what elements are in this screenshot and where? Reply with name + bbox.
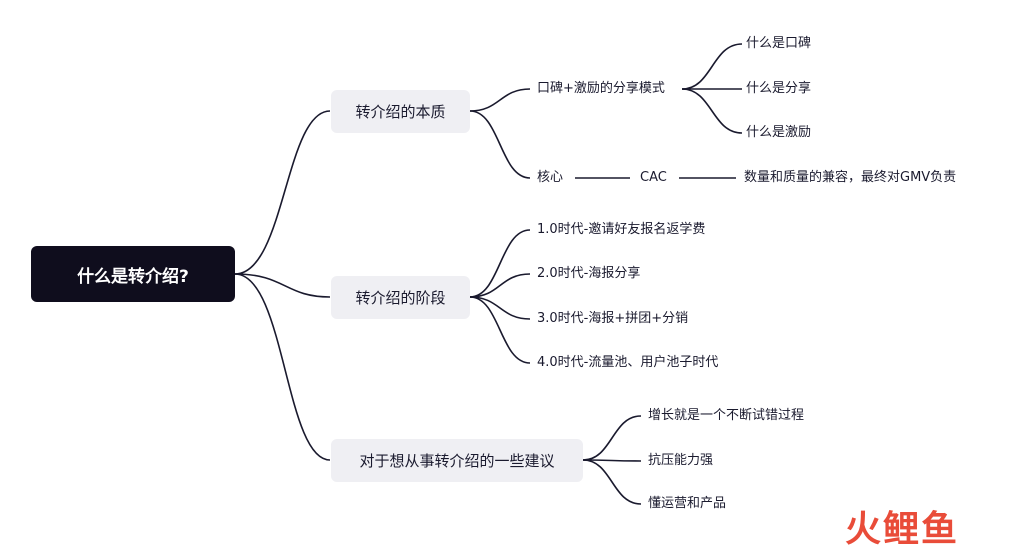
- root-label: 什么是转介绍?: [77, 266, 189, 287]
- node-advice-2[interactable]: 抗压能力强: [648, 453, 714, 468]
- watermark-logo: 火鲤鱼: [845, 509, 960, 549]
- link-koubei-incentive: [681, 88, 743, 134]
- link-branch2-stage3: [469, 296, 531, 320]
- node-stage-3[interactable]: 3.0时代-海报+拼团+分销: [537, 311, 689, 326]
- branch-essence[interactable]: 转介绍的本质: [331, 90, 470, 133]
- branch-essence-label: 转介绍的本质: [355, 103, 446, 121]
- node-what-is-incentive[interactable]: 什么是激励: [746, 125, 812, 140]
- node-stage-2[interactable]: 2.0时代-海报分享: [537, 266, 641, 281]
- branch-advice[interactable]: 对于想从事转介绍的一些建议: [331, 439, 583, 482]
- link-root-branch1: [234, 110, 331, 275]
- node-advice-3[interactable]: 懂运营和产品: [648, 496, 727, 511]
- node-core[interactable]: 核心: [537, 170, 564, 185]
- root-node[interactable]: 什么是转介绍?: [31, 246, 235, 302]
- link-branch3-advice3: [582, 459, 642, 505]
- branch-stages-label: 转介绍的阶段: [355, 289, 446, 307]
- link-root-branch3: [234, 273, 331, 461]
- link-branch1-core: [469, 110, 531, 179]
- branch-stages[interactable]: 转介绍的阶段: [331, 276, 470, 319]
- node-cac-note[interactable]: 数量和质量的兼容，最终对GMV负责: [744, 170, 957, 185]
- node-stage-1[interactable]: 1.0时代-邀请好友报名返学费: [537, 222, 706, 237]
- node-cac[interactable]: CAC: [640, 170, 667, 185]
- link-branch2-stage1: [469, 229, 531, 298]
- link-koubei-what: [681, 43, 743, 90]
- link-branch2-stage4: [469, 296, 531, 364]
- node-what-is-koubei[interactable]: 什么是口碑: [746, 36, 812, 51]
- branch-advice-label: 对于想从事转介绍的一些建议: [359, 452, 555, 470]
- node-advice-1[interactable]: 增长就是一个不断试错过程: [648, 408, 805, 423]
- link-branch3-advice1: [582, 415, 642, 461]
- link-branch2-stage2: [469, 273, 531, 298]
- node-koubei-incentive[interactable]: 口碑+激励的分享模式: [537, 81, 665, 96]
- link-root-branch2: [234, 273, 331, 298]
- node-stage-4[interactable]: 4.0时代-流量池、用户池子时代: [537, 355, 719, 370]
- link-branch1-koubei: [469, 88, 531, 112]
- node-what-is-share[interactable]: 什么是分享: [746, 81, 812, 96]
